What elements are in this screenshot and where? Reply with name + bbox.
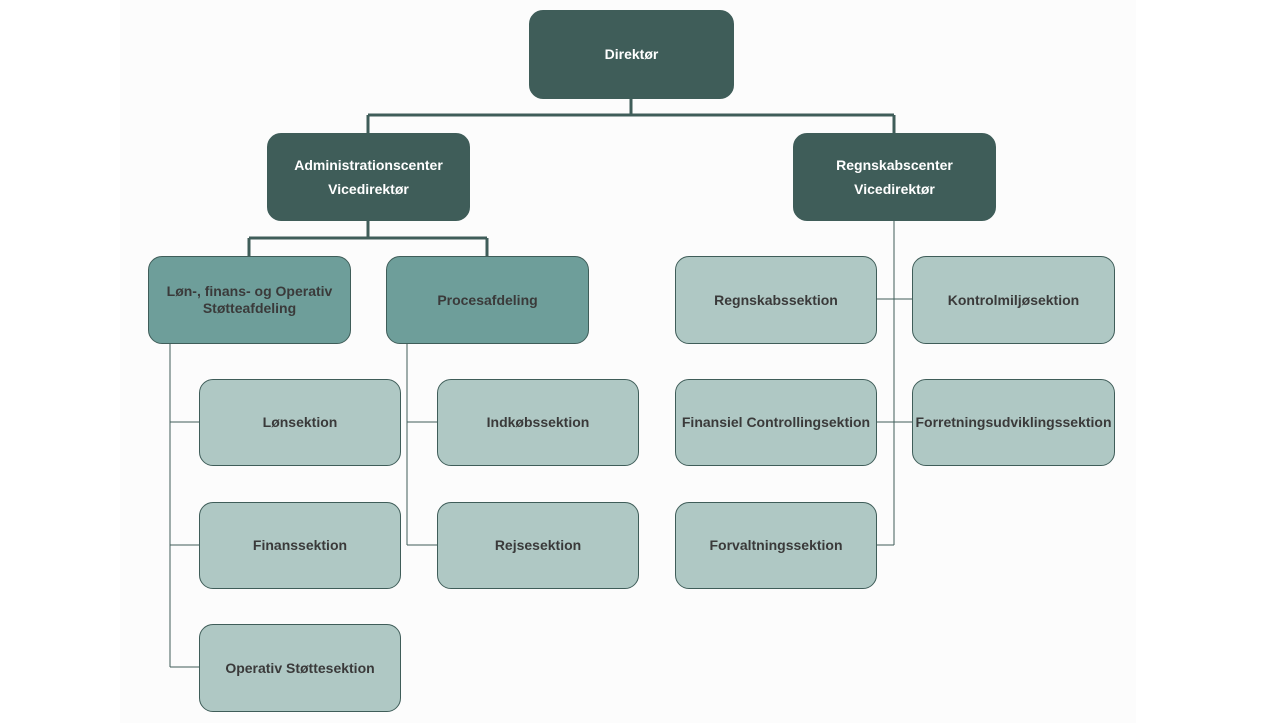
financial-controlling-section-label: Finansiel Controllingsektion [681,414,871,430]
accounting-section-box[interactable]: Regnskabssektion [675,256,877,344]
admin-center-title: Vicedirektør [328,181,409,197]
accounting-center-name: Regnskabscenter [836,157,953,173]
accounting-center-title: Vicedirektør [854,181,935,197]
director-label: Direktør [604,46,659,62]
travel-section-label: Rejsesektion [494,537,582,553]
process-dept-label: Procesafdeling [437,291,538,308]
admin-center-box[interactable]: Administrationscenter Vicedirektør [267,133,470,221]
admin-center-name: Administrationscenter [294,157,443,173]
accounting-center-box[interactable]: Regnskabscenter Vicedirektør [793,133,996,221]
payroll-finance-ops-dept-box[interactable]: Løn-, finans- og Operativ Støtteafdeling [148,256,351,344]
control-environment-section-box[interactable]: Kontrolmiljøsektion [912,256,1115,344]
travel-section-box[interactable]: Rejsesektion [437,502,639,589]
procurement-section-box[interactable]: Indkøbssektion [437,379,639,466]
payroll-finance-ops-dept-line2: Støtteafdeling [202,300,297,316]
process-dept-box[interactable]: Procesafdeling [386,256,589,344]
procurement-section-label: Indkøbssektion [486,414,590,430]
payroll-section-box[interactable]: Lønsektion [199,379,401,466]
director-box[interactable]: Direktør [529,10,734,99]
finance-section-box[interactable]: Finanssektion [199,502,401,589]
diagram-canvas [120,0,1136,723]
finance-section-label: Finanssektion [252,537,348,553]
financial-controlling-section-box[interactable]: Finansiel Controllingsektion [675,379,877,466]
payroll-finance-ops-dept-line1: Løn-, finans- og Operativ [166,283,333,299]
operative-support-section-label: Operativ Støttesektion [225,659,375,676]
administration-section-label: Forvaltningssektion [709,537,843,553]
operative-support-section-box[interactable]: Operativ Støttesektion [199,624,401,712]
administration-section-box[interactable]: Forvaltningssektion [675,502,877,589]
payroll-section-label: Lønsektion [262,414,338,430]
business-development-section-box[interactable]: Forretningsudviklingssektion [912,379,1115,466]
accounting-section-label: Regnskabssektion [714,291,838,308]
control-environment-section-label: Kontrolmiljøsektion [947,291,1080,308]
business-development-section-label: Forretningsudviklingssektion [915,414,1112,430]
